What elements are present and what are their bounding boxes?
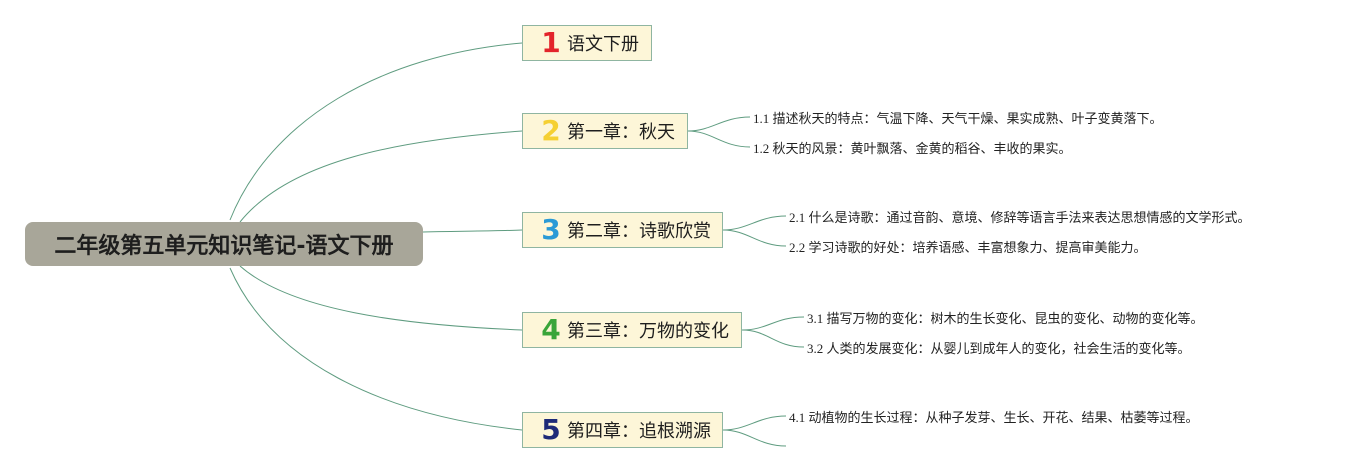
branch-1-label: 语文下册 xyxy=(567,34,639,55)
branch-5-label: 第四章：追根溯源 xyxy=(567,421,711,442)
number-5-icon: 5 xyxy=(541,413,561,446)
connector-b4-leaf-1 xyxy=(741,316,805,331)
connector-b2-leaf-2 xyxy=(687,130,751,148)
number-3-icon: 3 xyxy=(541,213,561,246)
connector-b3-leaf-2 xyxy=(722,229,787,247)
branch-4[interactable]: 4 第三章：万物的变化 xyxy=(522,312,742,348)
branch-5[interactable]: 5 第四章：追根溯源 xyxy=(522,412,723,448)
root-title: 二年级第五单元知识笔记-语文下册 xyxy=(54,234,394,259)
root-topic[interactable]: 二年级第五单元知识笔记-语文下册 xyxy=(25,222,423,266)
leaf-3-1[interactable]: 3.1 描写万物的变化：树木的生长变化、昆虫的变化、动物的变化等。 xyxy=(807,311,1204,326)
branch-2[interactable]: 2 第一章：秋天 xyxy=(522,113,688,149)
leaf-2-1[interactable]: 2.1 什么是诗歌：通过音韵、意境、修辞等语言手法来表达思想情感的文学形式。 xyxy=(789,210,1251,225)
branch-4-label: 第三章：万物的变化 xyxy=(567,321,729,342)
connector-root-4 xyxy=(239,265,523,331)
connector-root-2 xyxy=(239,130,523,223)
leaf-1-2[interactable]: 1.2 秋天的风景：黄叶飘落、金黄的稻谷、丰收的果实。 xyxy=(753,141,1072,156)
branch-3-label: 第二章：诗歌欣赏 xyxy=(567,221,711,242)
connector-root-1 xyxy=(229,42,523,221)
number-4-icon: 4 xyxy=(541,313,561,346)
connector-b5-leaf-2 xyxy=(722,429,787,447)
connector-b3-leaf-1 xyxy=(722,215,787,231)
branch-1[interactable]: 1 语文下册 xyxy=(522,25,652,61)
connector-b5-leaf-1 xyxy=(722,415,787,431)
connector-b4-leaf-2 xyxy=(741,329,805,348)
branch-2-label: 第一章：秋天 xyxy=(567,122,675,143)
leaf-4-1[interactable]: 4.1 动植物的生长过程：从种子发芽、生长、开花、结果、枯萎等过程。 xyxy=(789,410,1199,425)
leaf-1-1[interactable]: 1.1 描述秋天的特点：气温下降、天气干燥、果实成熟、叶子变黄落下。 xyxy=(753,111,1163,126)
number-1-icon: 1 xyxy=(541,26,561,59)
leaf-2-2[interactable]: 2.2 学习诗歌的好处：培养语感、丰富想象力、提高审美能力。 xyxy=(789,240,1147,255)
leaf-3-2[interactable]: 3.2 人类的发展变化：从婴儿到成年人的变化，社会生活的变化等。 xyxy=(807,341,1191,356)
number-2-icon: 2 xyxy=(541,114,561,147)
branch-3[interactable]: 3 第二章：诗歌欣赏 xyxy=(522,212,723,248)
connector-b2-leaf-1 xyxy=(687,116,751,132)
connector-root-3 xyxy=(422,229,523,233)
connector-root-5 xyxy=(229,267,523,431)
